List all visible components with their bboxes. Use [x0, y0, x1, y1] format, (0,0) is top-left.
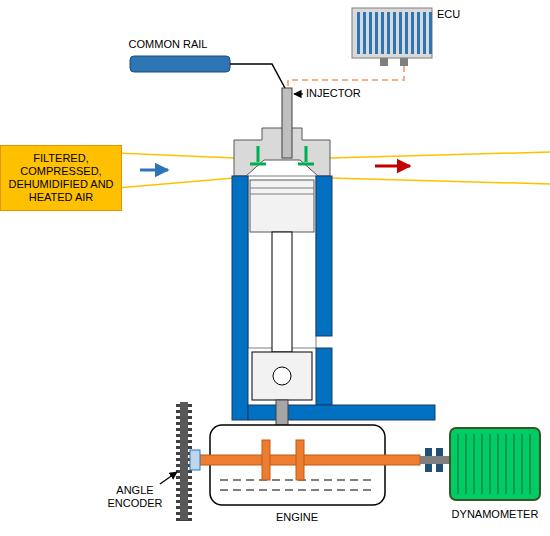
ecu-fin	[399, 12, 402, 54]
injector-label: INJECTOR	[306, 87, 361, 100]
node-text: FILTERED, COMPRESSED, DEHUMIDIFIED AND H…	[5, 152, 117, 204]
dynamometer-body	[450, 428, 540, 500]
common-rail	[130, 56, 230, 72]
crosshead	[252, 352, 312, 400]
ecu-box	[352, 8, 432, 58]
injector	[282, 88, 292, 158]
piston	[250, 180, 314, 232]
dynamometer-label: DYNAMOMETER	[452, 508, 539, 521]
node-text: DYNAMOMETER	[452, 508, 539, 521]
dynamometer-fin	[521, 434, 523, 494]
engine-label: ENGINE	[276, 511, 318, 524]
engine-housing	[316, 176, 332, 336]
node-text: COMMON RAIL	[129, 38, 208, 51]
piston-rings	[250, 188, 314, 194]
dyno-shaft	[420, 456, 450, 464]
exhaust-flow-arrow	[375, 165, 410, 168]
ecu-fin	[363, 12, 366, 54]
ecu-fin	[387, 12, 390, 54]
node-text: ECU	[437, 8, 460, 21]
common-rail-label: COMMON RAIL	[129, 38, 208, 51]
dynamometer-fin	[513, 434, 515, 494]
encoder-hub	[190, 450, 200, 470]
ecu-fin	[411, 12, 414, 54]
connecting-rod	[272, 232, 292, 352]
encoder-disk	[180, 402, 188, 520]
dynamometer-fin	[473, 434, 475, 494]
ecu-fin	[375, 12, 378, 54]
exhaust-duct	[330, 152, 550, 158]
ecu-fin	[405, 12, 408, 54]
ecu-fin	[357, 12, 360, 54]
ecu-fin	[393, 12, 396, 54]
ecu-fin	[423, 12, 426, 54]
dynamometer-fin	[497, 434, 499, 494]
crank-web	[262, 440, 270, 480]
dynamometer-fin	[489, 434, 491, 494]
dynamometer-fin	[481, 434, 483, 494]
dynamometer-fin	[465, 434, 467, 494]
exhaust-duct	[330, 178, 550, 184]
oil-level	[220, 480, 375, 490]
engine-housing	[316, 348, 332, 405]
ecu-label: ECU	[437, 8, 460, 21]
air-supply-box: FILTERED, COMPRESSED, DEHUMIDIFIED AND H…	[0, 145, 122, 211]
ecu-fin	[429, 12, 432, 54]
ecu-signal-wire	[288, 66, 404, 88]
wrist-pin	[273, 367, 291, 385]
intake-flow-arrow	[140, 169, 168, 172]
ecu-fin	[381, 12, 384, 54]
encoder-leader	[160, 472, 177, 484]
dynamometer-fins	[458, 434, 530, 494]
ecu-fin	[417, 12, 420, 54]
ecu-fins	[357, 12, 432, 54]
crank-web	[296, 440, 304, 480]
ecu-pin	[380, 58, 388, 66]
injector-leader	[294, 93, 303, 94]
dynamometer-fin	[505, 434, 507, 494]
dynamometer-fin	[529, 434, 531, 494]
node-text: ENGINE	[276, 511, 318, 524]
angle-encoder-label: ANGLE ENCODER	[99, 484, 171, 510]
ecu-pin	[400, 58, 408, 66]
fuel-line	[230, 64, 286, 90]
dynamometer-fin	[457, 434, 459, 494]
crankshaft	[192, 455, 420, 465]
engine-housing	[232, 176, 248, 420]
ecu-fin	[369, 12, 372, 54]
